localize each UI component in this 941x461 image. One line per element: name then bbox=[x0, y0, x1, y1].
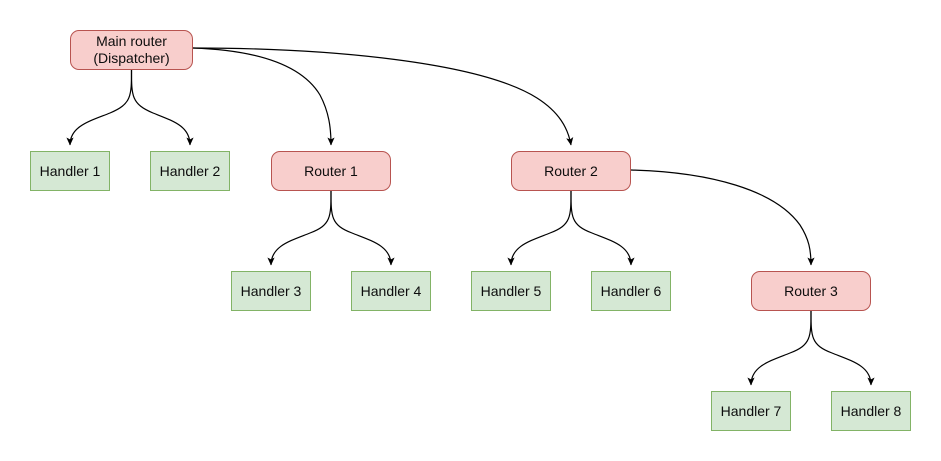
node-handler-5-label: Handler 5 bbox=[480, 282, 542, 299]
node-handler-4-label: Handler 4 bbox=[360, 282, 422, 299]
node-handler-8-label: Handler 8 bbox=[840, 402, 902, 419]
edge-router1-to-handler-4 bbox=[330, 190, 395, 266]
edge-main-to-handler-1 bbox=[66, 69, 133, 146]
node-router-2-label: Router 2 bbox=[544, 162, 598, 179]
node-handler-7-label: Handler 7 bbox=[720, 402, 782, 419]
node-handler-4[interactable]: Handler 4 bbox=[351, 271, 431, 311]
edge-router3-to-handler-7 bbox=[747, 310, 812, 386]
node-router-1-label: Router 1 bbox=[304, 162, 358, 179]
edge-router1-to-handler-3 bbox=[267, 190, 332, 266]
node-handler-3-label: Handler 3 bbox=[240, 282, 302, 299]
node-handler-7[interactable]: Handler 7 bbox=[711, 391, 791, 431]
node-main-router[interactable]: Main router (Dispatcher) bbox=[70, 30, 193, 70]
edge-router2-to-router-3 bbox=[630, 169, 815, 266]
edge-main-to-router-1 bbox=[192, 47, 335, 146]
edge-main-to-router-2 bbox=[192, 47, 574, 146]
node-handler-2[interactable]: Handler 2 bbox=[150, 151, 230, 191]
node-handler-5[interactable]: Handler 5 bbox=[471, 271, 551, 311]
node-handler-3[interactable]: Handler 3 bbox=[231, 271, 311, 311]
node-router-3-label: Router 3 bbox=[784, 282, 838, 299]
node-handler-2-label: Handler 2 bbox=[159, 162, 221, 179]
node-handler-1-label: Handler 1 bbox=[39, 162, 101, 179]
edge-router2-to-handler-6 bbox=[570, 190, 635, 266]
edge-router3-to-handler-8 bbox=[810, 310, 875, 386]
edge-main-to-handler-2 bbox=[130, 69, 194, 146]
node-handler-1[interactable]: Handler 1 bbox=[30, 151, 110, 191]
node-router-2[interactable]: Router 2 bbox=[511, 151, 631, 191]
node-handler-6-label: Handler 6 bbox=[600, 282, 662, 299]
edge-router2-to-handler-5 bbox=[507, 190, 572, 266]
node-handler-6[interactable]: Handler 6 bbox=[591, 271, 671, 311]
node-router-3[interactable]: Router 3 bbox=[751, 271, 871, 311]
node-router-1[interactable]: Router 1 bbox=[271, 151, 391, 191]
node-handler-8[interactable]: Handler 8 bbox=[831, 391, 911, 431]
node-main-router-label: Main router (Dispatcher) bbox=[93, 33, 170, 66]
